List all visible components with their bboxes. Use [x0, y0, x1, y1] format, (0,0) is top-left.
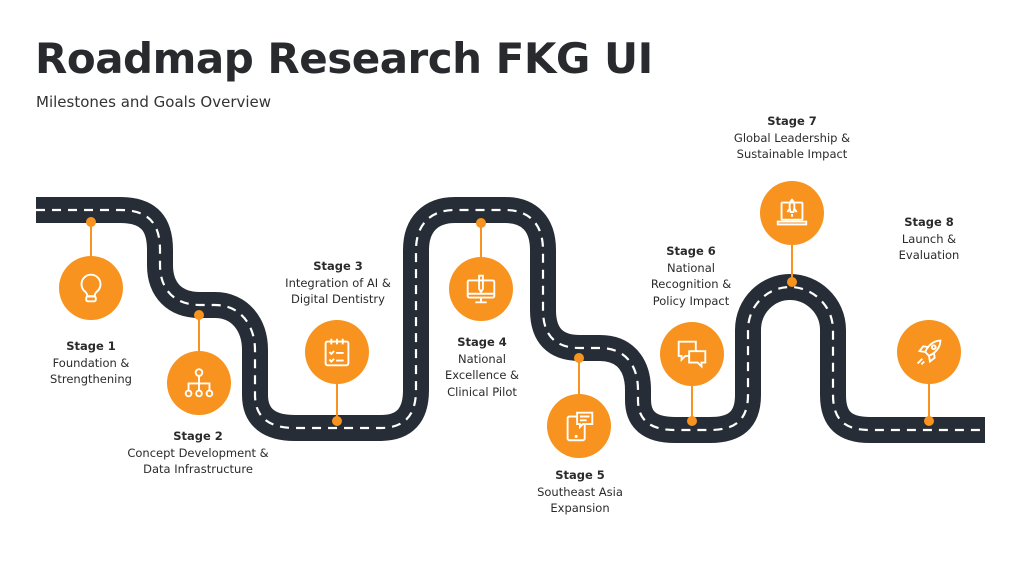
stage-3-marker [332, 416, 342, 426]
stage-1-label: Stage 1 Foundation & Strengthening [1, 338, 181, 388]
laptop-rocket-icon [776, 198, 808, 226]
stage-2-badge [167, 351, 231, 415]
stage-desc-line: Global Leadership & [733, 130, 851, 145]
stage-desc-line: Clinical Pilot [447, 384, 517, 399]
stage-title: Stage 5 [555, 468, 605, 482]
stage-8-marker [924, 416, 934, 426]
stage-7-badge [760, 181, 824, 245]
stage-2-label: Stage 2 Concept Development & Data Infrast… [108, 428, 288, 478]
stage-desc-line: Expansion [550, 501, 610, 515]
stage-5-marker [574, 353, 584, 363]
rocket-icon [916, 339, 942, 366]
stage-desc-line: Recognition & [650, 277, 732, 291]
stage-8-label: Stage 8 Launch & Evaluation [839, 214, 1019, 264]
stage-desc-line: Southeast Asia [537, 484, 623, 499]
stage-title: Stage 2 [173, 429, 223, 443]
stage-2-marker [194, 310, 204, 320]
stage-desc-line: Foundation & [52, 355, 130, 370]
stage-title: Stage 3 [313, 259, 363, 273]
stage-8-badge [897, 320, 961, 384]
stage-desc-line: Excellence & [444, 368, 520, 382]
stage-desc-line: National [667, 260, 715, 275]
stage-desc-line: Data Infrastructure [143, 462, 253, 476]
stage-1-marker [86, 217, 96, 227]
stage-4-marker [476, 218, 486, 228]
stage-desc-line: Launch & [901, 231, 957, 246]
page-title: Roadmap Research FKG UI [35, 34, 653, 83]
stage-title: Stage 7 [767, 114, 817, 128]
stage-4-badge [449, 257, 513, 321]
stage-7-label: Stage 7 Global Leadership & Sustainable Im… [702, 113, 882, 163]
stage-desc-line: Strengthening [50, 372, 132, 386]
stage-desc-line: Concept Development & [127, 445, 269, 460]
stage-3-label: Stage 3 Integration of AI & Digital Dentis… [248, 258, 428, 308]
stage-title: Stage 8 [904, 215, 954, 229]
stage-desc-line: Digital Dentistry [291, 292, 385, 306]
stage-title: Stage 4 [457, 335, 507, 349]
hierarchy-icon [184, 368, 214, 398]
stage-5-badge [547, 394, 611, 458]
stage-desc-line: National [458, 351, 506, 366]
stage-desc-line: Sustainable Impact [736, 147, 848, 161]
tablet-chat-icon [566, 411, 594, 442]
page-subtitle: Milestones and Goals Overview [36, 93, 272, 111]
stage-title: Stage 6 [666, 244, 716, 258]
monitor-pen-icon [466, 274, 496, 304]
stage-title: Stage 1 [66, 339, 116, 353]
stage-3-badge [305, 320, 369, 384]
stage-desc-line: Evaluation [898, 248, 960, 262]
stage-6-marker [687, 416, 697, 426]
lightbulb-icon [80, 273, 102, 303]
stage-desc-line: Policy Impact [652, 293, 730, 308]
chat-bubbles-icon [677, 340, 707, 369]
stage-6-badge [660, 322, 724, 386]
stage-1-badge [59, 256, 123, 320]
stage-desc-line: Integration of AI & [285, 275, 391, 290]
road-lane-dashes [36, 208, 985, 432]
stage-7-marker [787, 277, 797, 287]
checklist-calendar-icon [324, 338, 350, 367]
